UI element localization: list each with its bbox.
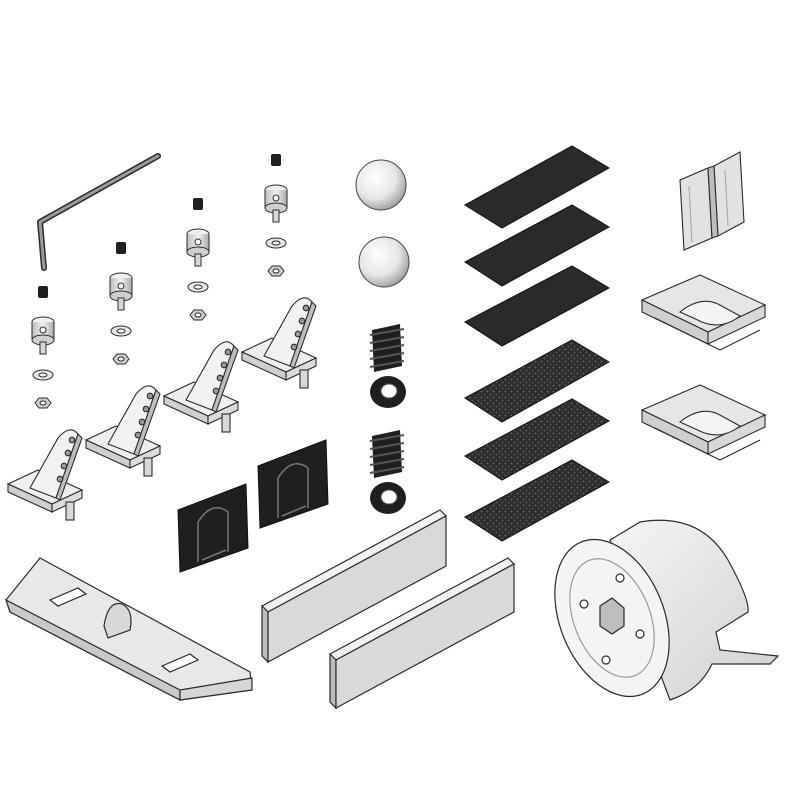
set-screw [116, 242, 126, 254]
set-screw [271, 154, 281, 166]
washer [110, 325, 132, 337]
hardware-group [31, 154, 288, 409]
control-horn [240, 297, 318, 389]
servo-mount [257, 439, 329, 529]
hinge [640, 384, 767, 461]
washer [265, 237, 287, 249]
control-horn [6, 429, 84, 521]
wheel-collar [31, 316, 55, 355]
nut [189, 309, 207, 321]
hook-and-loop-strip-textured [464, 459, 611, 542]
control-horns-group [6, 297, 318, 521]
hook-and-loop-strip-smooth [464, 204, 611, 287]
set-screw [193, 198, 203, 210]
nut [267, 265, 285, 277]
hex-key-wrench [37, 153, 161, 271]
set-screw [38, 286, 48, 298]
control-horn [162, 341, 240, 433]
hook-and-loop-strip-smooth [464, 265, 611, 347]
balsa-strip [261, 509, 447, 664]
ball-link [358, 236, 410, 288]
nut [34, 397, 52, 409]
hook-and-loop-strip-textured [464, 398, 611, 481]
clevis-keepers-group [369, 324, 406, 514]
nut [112, 353, 130, 365]
hinge [679, 151, 745, 251]
hinge [640, 274, 767, 351]
clevis-keeper [369, 430, 406, 514]
hook-and-loop-strip-textured [464, 339, 610, 423]
control-horn [84, 385, 162, 477]
motor-mount-cowl [554, 519, 780, 701]
washer [32, 369, 54, 381]
clevis-keeper [369, 324, 406, 408]
wheel-collar [109, 272, 133, 311]
hook-and-loop-strip-smooth [464, 145, 610, 229]
washer [187, 281, 209, 293]
wheel-collar [264, 184, 288, 223]
servo-mount [177, 483, 249, 573]
balsa-strip [329, 557, 515, 710]
wheel-collar [186, 228, 210, 267]
ball-link [355, 159, 407, 211]
wing-plate [4, 557, 253, 701]
